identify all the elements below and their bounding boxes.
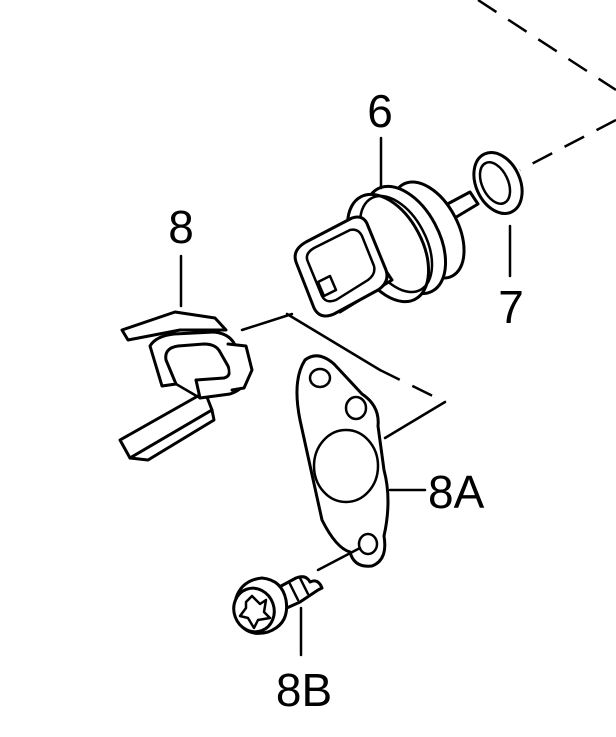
sensor-part: [293, 180, 480, 318]
label-6: 6: [367, 85, 393, 137]
bolt-part: [232, 546, 362, 635]
label-7: 7: [498, 281, 524, 333]
label-8b: 8B: [276, 664, 332, 716]
leader-lines: [179, 136, 512, 657]
gasket-part: [295, 354, 390, 568]
assembly-axis-lines: [240, 0, 616, 440]
o-ring-part: [472, 151, 524, 215]
label-8: 8: [168, 201, 194, 253]
label-8a: 8A: [428, 466, 485, 518]
retaining-clip-part: [118, 310, 254, 462]
